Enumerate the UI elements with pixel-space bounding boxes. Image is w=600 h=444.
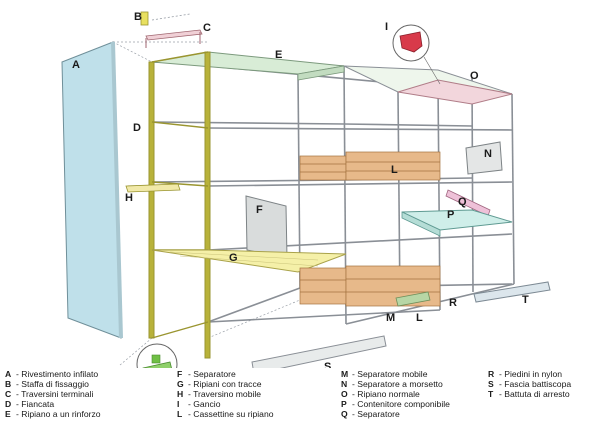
legend-item: E- Ripiano a un rinforzo <box>5 409 101 419</box>
label-r-lower: R <box>449 297 457 309</box>
label-a: A <box>72 59 80 71</box>
normal-shelf <box>397 79 513 105</box>
label-l: L <box>391 164 398 176</box>
side-covering-panel <box>61 41 122 339</box>
label-h: H <box>125 192 133 204</box>
shelf-drawers <box>299 151 441 181</box>
legend-item: D- Fiancata <box>5 399 55 409</box>
divider-panel <box>245 195 288 259</box>
upright-frame <box>148 51 211 359</box>
legend-item: C- Traversini terminali <box>5 389 94 399</box>
label-p: P <box>447 209 454 221</box>
label-o: O <box>470 70 479 82</box>
legend-item: M- Separatore mobile <box>341 369 428 379</box>
label-q: Q <box>458 196 467 208</box>
label-g: G <box>229 252 238 264</box>
label-l-lower: L <box>416 312 423 324</box>
legend-item: L- Cassettine su ripiano <box>177 409 274 419</box>
legend-item: G- Ripiani con tracce <box>177 379 262 389</box>
mobile-crossbar <box>125 183 181 193</box>
label-i: I <box>385 21 388 33</box>
label-m: M <box>386 312 395 324</box>
legend-column-4: R- Piedini in nylon S- Fascia battiscopa… <box>488 369 571 399</box>
shelving-diagram: A B C D E F G H I L M N O P Q R S T L R <box>61 11 551 368</box>
label-c: C <box>203 22 211 34</box>
mobile-divider <box>395 291 431 307</box>
legend: A- Rivestimento infilato B- Staffa di fi… <box>0 369 600 444</box>
legend-item: I- Gancio <box>177 399 221 409</box>
legend-item: B- Staffa di fissaggio <box>5 379 89 389</box>
label-s: S <box>324 361 331 368</box>
baseboard-strip <box>251 335 387 368</box>
label-e: E <box>275 49 282 61</box>
label-n: N <box>484 148 492 160</box>
legend-item: P- Contenitore componibile <box>341 399 450 409</box>
end-crossbar <box>145 29 203 41</box>
legend-item: S- Fascia battiscopa <box>488 379 572 389</box>
clamp-divider <box>465 141 503 175</box>
fixing-bracket <box>140 11 149 26</box>
legend-item: T- Battuta di arresto <box>488 389 570 399</box>
label-t: T <box>522 294 529 306</box>
legend-item: Q- Separatore <box>341 409 400 419</box>
legend-item: F- Separatore <box>177 369 236 379</box>
stop-bar <box>473 281 551 303</box>
label-f: F <box>256 204 263 216</box>
legend-column-1: A- Rivestimento infilato B- Staffa di fi… <box>5 369 101 419</box>
legend-item: A- Rivestimento infilato <box>5 369 99 379</box>
legend-item: H- Traversino mobile <box>177 389 262 399</box>
label-d: D <box>133 122 141 134</box>
label-r: R <box>174 367 182 368</box>
label-b: B <box>134 11 142 23</box>
legend-column-2: F- Separatore G- Ripiani con tracce H- T… <box>177 369 274 419</box>
legend-column-3: M- Separatore mobile N- Separatore a mor… <box>341 369 450 419</box>
legend-item: O- Ripiano normale <box>341 389 420 399</box>
legend-item: N- Separatore a morsetto <box>341 379 443 389</box>
legend-item: R- Piedini in nylon <box>488 369 563 379</box>
